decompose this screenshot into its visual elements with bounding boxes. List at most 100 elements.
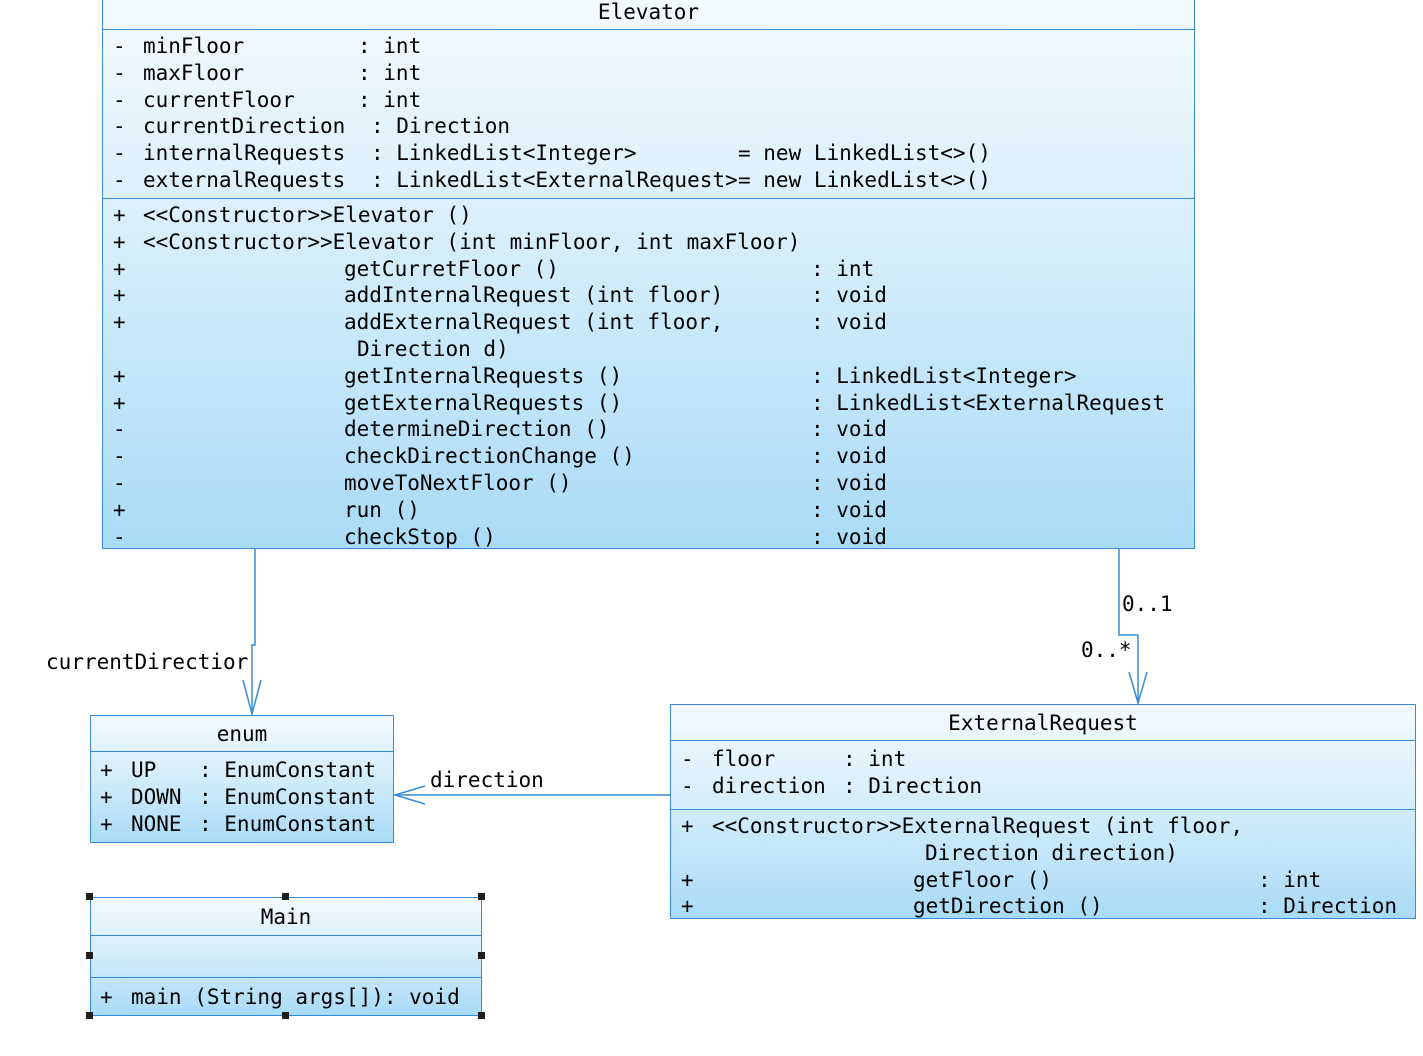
operation-return-type: : LinkedList<Integer> — [811, 363, 1077, 388]
operations-compartment: + <<Constructor>>Elevator () + <<Constru… — [103, 199, 1194, 549]
elevator-class[interactable]: Elevator - minFloor : int - maxFloor : i… — [102, 0, 1195, 549]
current-direction-label: currentDirectior — [46, 650, 249, 674]
attributes-compartment — [91, 936, 481, 978]
direction-label: direction — [430, 768, 544, 792]
attribute-name: internalRequests — [143, 141, 346, 166]
visibility: - — [113, 524, 126, 549]
visibility: + — [113, 310, 126, 335]
visibility: + — [100, 758, 113, 782]
operation-return-type: : void — [811, 444, 887, 469]
attribute-name: direction — [712, 773, 826, 798]
attribute-row: - externalRequests : LinkedList<External… — [103, 167, 1194, 194]
main-class[interactable]: Main + main (String args[]): void — [90, 897, 482, 1016]
operation-signature: addExternalRequest (int floor, — [344, 310, 724, 335]
operation-signature: checkDirectionChange () — [344, 444, 635, 469]
operation-signature: run () — [344, 497, 420, 522]
attribute-row: - minFloor : int — [103, 33, 1194, 60]
visibility: - — [681, 773, 694, 798]
attribute-type: : LinkedList<Integer> — [371, 141, 637, 166]
resize-handle-sw[interactable] — [86, 1012, 93, 1019]
operation-return-type: : void — [811, 417, 887, 442]
visibility: + — [113, 229, 126, 254]
visibility: + — [113, 256, 126, 281]
operation-continuation-row: Direction d) — [103, 336, 1194, 363]
visibility: + — [113, 497, 126, 522]
literal-name: UP — [131, 758, 157, 782]
attribute-initial-value: = new LinkedList<>() — [738, 167, 991, 192]
resize-handle-n[interactable] — [282, 893, 289, 900]
enum-literal-row: + DOWN : EnumConstant — [91, 784, 393, 811]
constructor-row: + <<Constructor>>Elevator () — [103, 202, 1194, 229]
class-name: enum — [91, 716, 393, 752]
operation-row: + getInternalRequests () : LinkedList<In… — [103, 363, 1194, 390]
resize-handle-nw[interactable] — [86, 893, 93, 900]
literal-name: NONE — [131, 811, 182, 836]
attribute-row: - maxFloor : int — [103, 60, 1194, 87]
literal-type: : EnumConstant — [199, 811, 377, 836]
attribute-name: currentFloor — [143, 87, 295, 112]
visibility: - — [113, 87, 126, 112]
operation-return-type: : void — [811, 524, 887, 549]
operation-return-type: : void — [811, 497, 887, 522]
operation-signature: checkStop () — [344, 524, 496, 549]
visibility: - — [113, 141, 126, 166]
operation-return-type: : void — [811, 310, 887, 335]
visibility: - — [113, 34, 126, 58]
operation-row: - determineDirection () : void — [103, 416, 1194, 443]
literals-compartment: + UP : EnumConstant + DOWN : EnumConstan… — [91, 752, 393, 837]
external-request-class[interactable]: ExternalRequest - floor : int - directio… — [670, 704, 1416, 919]
visibility: - — [113, 167, 126, 192]
operations-compartment: + main (String args[]): void — [91, 978, 481, 1012]
operation-row: + getExternalRequests () : LinkedList<Ex… — [103, 390, 1194, 417]
visibility: + — [681, 867, 694, 892]
operation-return-type: : void — [811, 283, 887, 308]
attribute-type: : Direction — [371, 114, 511, 139]
resize-handle-e[interactable] — [478, 952, 485, 959]
resize-handle-ne[interactable] — [478, 893, 485, 900]
attribute-initial-value: = new LinkedList<>() — [738, 141, 991, 166]
attribute-row: - currentDirection : Direction — [103, 113, 1194, 140]
constructor-continuation-row: Direction direction) — [671, 840, 1415, 867]
constructor-row: + <<Constructor>>ExternalRequest (int fl… — [671, 813, 1415, 840]
operation-return-type: : int — [1258, 867, 1322, 892]
constructor-row: + <<Constructor>>Elevator (int minFloor,… — [103, 229, 1194, 256]
visibility: - — [113, 444, 126, 469]
enum-literal-row: + NONE : EnumConstant — [91, 811, 393, 838]
resize-handle-se[interactable] — [478, 1012, 485, 1019]
operation-row: + getFloor () : int — [671, 867, 1415, 894]
visibility: - — [113, 60, 126, 85]
multiplicity-target: 0..* — [1081, 638, 1132, 662]
attributes-compartment: - minFloor : int - maxFloor : int - curr… — [103, 30, 1194, 199]
visibility: - — [681, 747, 694, 771]
constructor-signature: <<Constructor>>Elevator () — [143, 203, 472, 227]
visibility: + — [100, 784, 113, 809]
resize-handle-s[interactable] — [282, 1012, 289, 1019]
operation-return-type: : void — [811, 470, 887, 495]
enum-class[interactable]: enum + UP : EnumConstant + DOWN : EnumCo… — [90, 715, 394, 843]
operation-signature: getExternalRequests () — [344, 390, 623, 415]
visibility: + — [113, 390, 126, 415]
current-direction-arrowhead — [242, 679, 262, 717]
visibility: + — [113, 203, 126, 227]
operation-signature: getFloor () — [913, 867, 1053, 892]
attribute-row: - currentFloor : int — [103, 87, 1194, 114]
constructor-signature: <<Constructor>>ExternalRequest (int floo… — [712, 814, 1244, 838]
operation-return-type: : Direction — [1258, 894, 1398, 919]
operation-signature: determineDirection () — [344, 417, 610, 442]
enum-literal-row: + UP : EnumConstant — [91, 757, 393, 784]
attribute-type: : int — [358, 87, 422, 112]
attributes-compartment: - floor : int - direction : Direction — [671, 741, 1415, 810]
external-requests-arrowhead — [1128, 671, 1148, 706]
visibility: - — [113, 417, 126, 442]
class-name: ExternalRequest — [671, 705, 1415, 741]
operation-row: + addExternalRequest (int floor, : void — [103, 309, 1194, 336]
attribute-row: - floor : int — [671, 746, 1415, 773]
resize-handle-w[interactable] — [86, 952, 93, 959]
operation-row: + main (String args[]): void — [91, 982, 481, 1012]
operation-row: - checkStop () : void — [103, 524, 1194, 549]
literal-type: : EnumConstant — [199, 758, 377, 782]
visibility: - — [113, 470, 126, 495]
attribute-type: : int — [358, 60, 422, 85]
attribute-type: : Direction — [843, 773, 983, 798]
current-direction-association — [251, 549, 256, 714]
